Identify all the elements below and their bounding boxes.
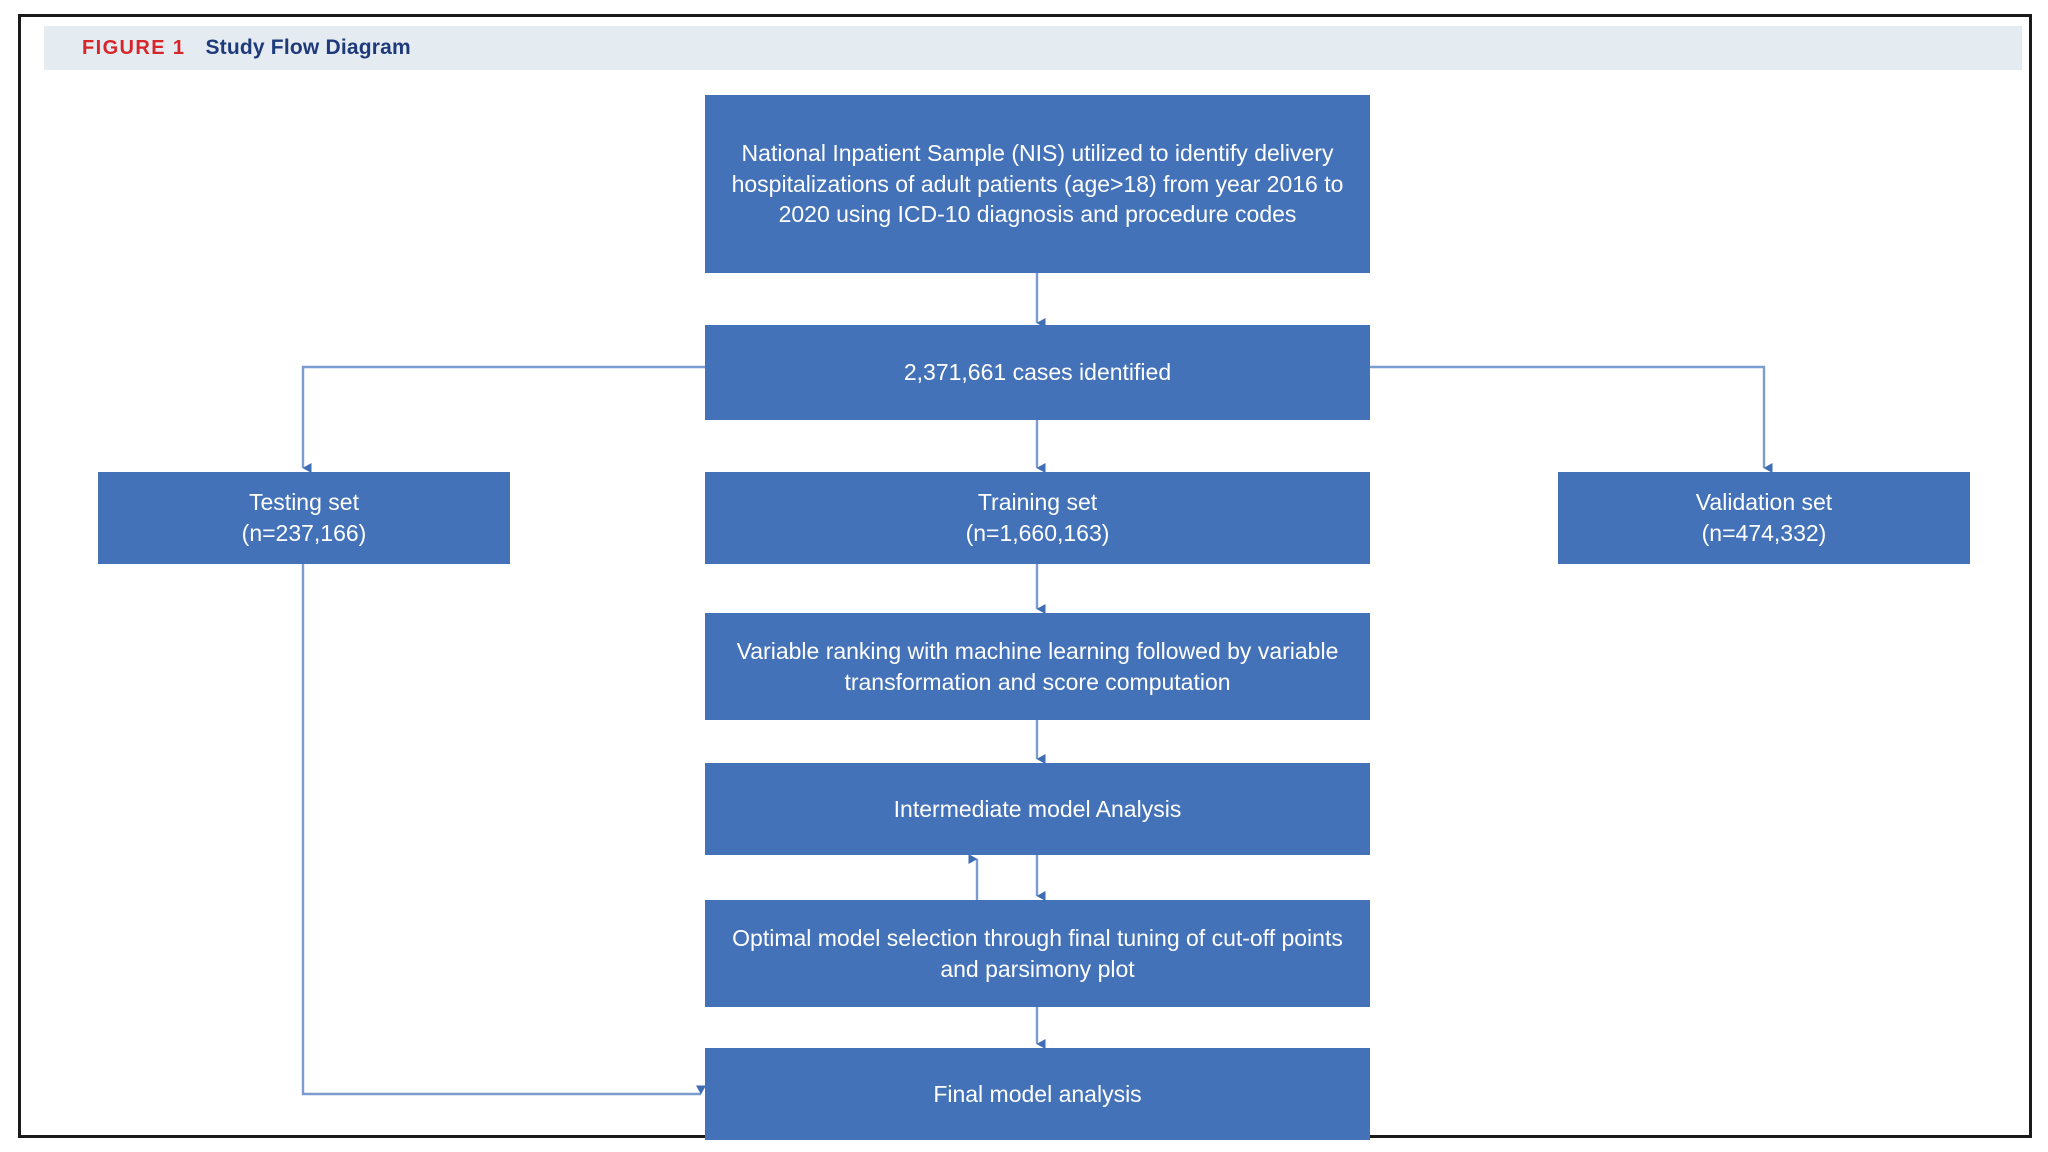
node-training-set: Training set (n=1,660,163) bbox=[705, 472, 1370, 564]
figure-title-label: Study Flow Diagram bbox=[205, 36, 411, 59]
node-variable-ranking: Variable ranking with machine learning f… bbox=[705, 613, 1370, 720]
edge-testing-to-final bbox=[301, 564, 706, 1096]
figure-header-band: FIGURE 1 Study Flow Diagram bbox=[44, 26, 2022, 70]
figure-number-label: FIGURE 1 bbox=[82, 36, 186, 59]
node-optimal-model-selection: Optimal model selection through final tu… bbox=[705, 900, 1370, 1007]
edge-cases-to-validation bbox=[1370, 365, 1773, 473]
node-cases-identified: 2,371,661 cases identified bbox=[705, 325, 1370, 420]
node-testing-set: Testing set (n=237,166) bbox=[98, 472, 510, 564]
edge-cases-to-testing bbox=[301, 365, 705, 473]
node-intermediate-model-analysis: Intermediate model Analysis bbox=[705, 763, 1370, 855]
node-final-model-analysis: Final model analysis bbox=[705, 1048, 1370, 1140]
node-data-source: National Inpatient Sample (NIS) utilized… bbox=[705, 95, 1370, 273]
node-validation-set: Validation set (n=474,332) bbox=[1558, 472, 1970, 564]
